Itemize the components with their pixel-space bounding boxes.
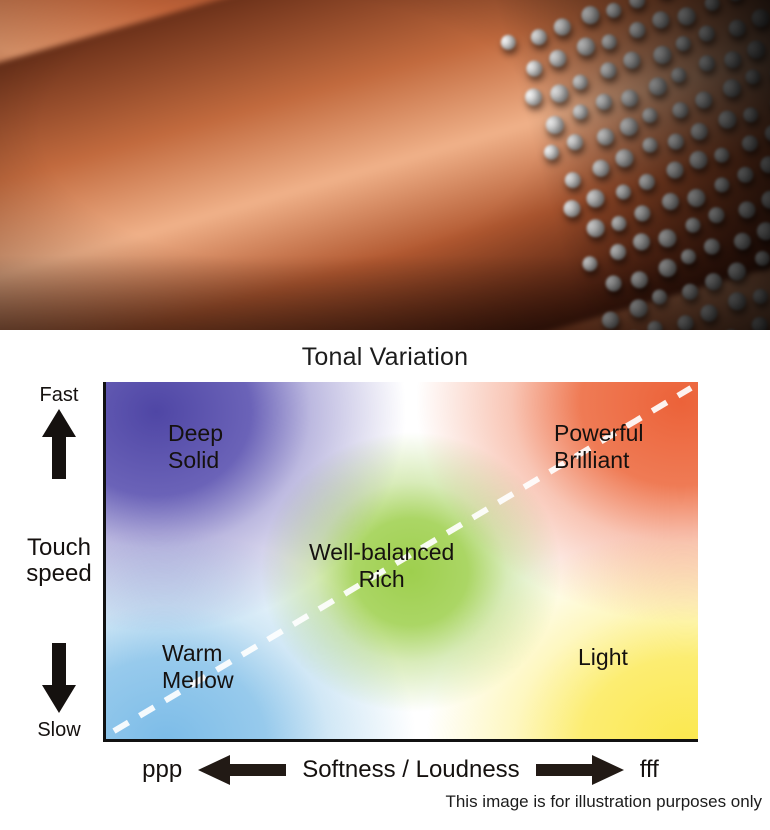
region-label-balanced-line1: Well-balanced	[309, 539, 455, 565]
x-axis-max-label: fff	[639, 756, 659, 783]
region-label-powerful-line2: Brilliant	[554, 447, 630, 474]
arrow-left-icon	[198, 755, 287, 785]
footnote: This image is for illustration purposes …	[445, 792, 762, 811]
region-label-deep-line2: Solid	[168, 447, 220, 474]
x-axis-label: Softness / Loudness	[302, 756, 520, 783]
page-title: Tonal Variation	[301, 343, 469, 371]
piano-photo	[0, 0, 770, 330]
tonal-variation-diagram: Tonal Variation Fast Touch speed Slow De…	[0, 330, 770, 830]
x-axis-min-label: ppp	[142, 756, 183, 783]
y-axis-max-label: Fast	[39, 384, 79, 406]
y-axis-label: Touch speed	[26, 533, 92, 588]
arrow-right-icon	[535, 755, 624, 785]
y-axis-label-line2: speed	[26, 560, 92, 587]
region-label-powerful-line1: Powerful	[554, 420, 644, 446]
arrow-down-icon	[42, 643, 76, 713]
region-label-warm-mellow: Warm Mellow	[162, 640, 234, 694]
region-label-warm-line2: Mellow	[162, 667, 234, 694]
region-label-warm-line1: Warm	[162, 640, 223, 666]
y-axis-label-line1: Touch	[26, 533, 92, 561]
photo-layer-vignette	[0, 0, 770, 330]
arrow-up-icon	[42, 409, 76, 479]
region-label-light: Light	[578, 644, 628, 671]
region-label-deep-line1: Deep	[168, 420, 223, 446]
y-axis: Fast Touch speed Slow	[22, 382, 96, 742]
region-label-light-line1: Light	[578, 644, 628, 670]
region-label-powerful-brilliant: Powerful Brilliant	[554, 420, 643, 474]
region-label-balanced-line2: Rich	[358, 566, 405, 593]
y-axis-min-label: Slow	[37, 719, 81, 741]
plot-area: Deep Solid Powerful Brilliant Well-balan…	[103, 382, 698, 742]
x-axis: ppp Softness / Loudness fff	[103, 750, 698, 790]
region-label-deep-solid: Deep Solid	[168, 420, 223, 474]
region-label-well-balanced-rich: Well-balanced Rich	[309, 539, 454, 593]
